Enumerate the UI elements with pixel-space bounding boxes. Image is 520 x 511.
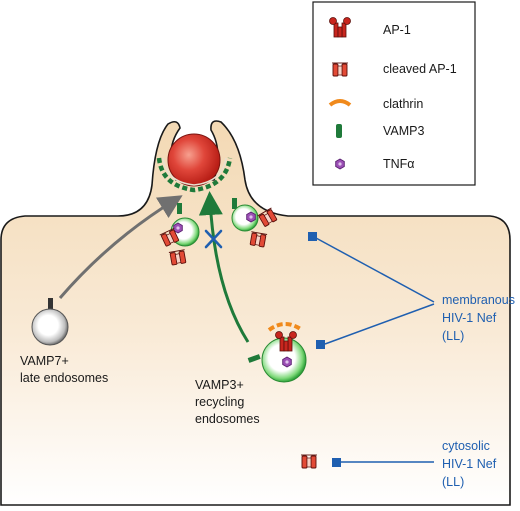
- vesicle-left: [159, 203, 200, 266]
- membranous-nef-label-line2: HIV-1 Nef: [442, 311, 497, 325]
- tnf-alpha-icon: [335, 158, 345, 170]
- late-endosome-arrow: [58, 195, 183, 299]
- late-endosome-label-line2: late endosomes: [20, 371, 108, 385]
- legend: AP-1 cleaved AP-1 clathrin VAMP3 TNFα: [312, 1, 476, 186]
- cytosolic-nef-label-line1: cytosolic: [442, 439, 490, 453]
- cytosolic-nef-label-line2: HIV-1 Nef: [442, 457, 497, 471]
- cytosolic-nef-label-line3: (LL): [442, 475, 464, 489]
- vamp3-icon: [336, 124, 342, 138]
- block-x-icon: [204, 229, 223, 249]
- recycling-endosome-label-line2: recycling: [195, 395, 244, 409]
- legend-vamp3-label: VAMP3: [383, 124, 424, 138]
- legend-tnf-label: TNFα: [383, 157, 415, 171]
- clathrin-icon: [328, 99, 352, 107]
- legend-ap1-label: AP-1: [383, 23, 411, 37]
- legend-cleaved-ap1-label: cleaved AP-1: [383, 62, 457, 76]
- late-endosome-label-line1: VAMP7+: [20, 354, 69, 368]
- recycling-endosome-arrow: [198, 191, 250, 343]
- recycling-endosome: [247, 322, 307, 383]
- late-endosome: [31, 298, 69, 346]
- recycling-endosome-label-line1: VAMP3+: [195, 378, 244, 392]
- membranous-nef-label-line3: (LL): [442, 329, 464, 343]
- phagocytosed-particle: [167, 133, 221, 187]
- vesicle-right: [231, 198, 279, 248]
- legend-clathrin-label: clathrin: [383, 97, 423, 111]
- cup-membrane-inner: [162, 157, 227, 186]
- cytosolic-nef-connector: [332, 458, 434, 467]
- recycling-endosome-label-line3: endosomes: [195, 412, 260, 426]
- membranous-nef-label-line1: membranous: [442, 293, 515, 307]
- membranous-nef-connectors: [308, 232, 435, 349]
- cell-body: [0, 120, 511, 506]
- cup-membrane-vamp3: [156, 157, 233, 193]
